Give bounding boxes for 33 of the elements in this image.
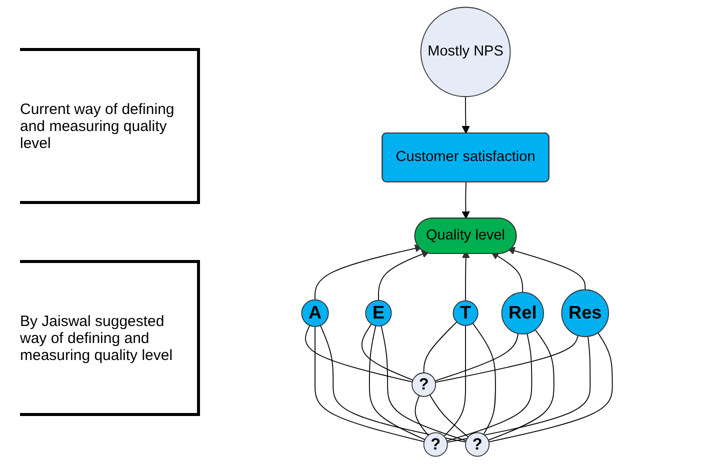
arrow xyxy=(462,182,470,219)
arrow xyxy=(462,96,470,134)
node-circle: Mostly NPS xyxy=(420,6,511,98)
arrow xyxy=(507,246,586,290)
connector xyxy=(488,332,613,442)
arrow xyxy=(378,250,430,301)
bracket-label: Current way of defining and measuring quality level xyxy=(20,100,176,152)
connector xyxy=(488,329,554,441)
connector xyxy=(429,394,469,438)
node-circle: Rel xyxy=(501,292,544,335)
node-circle: E xyxy=(365,300,392,326)
connector xyxy=(434,333,519,382)
connector xyxy=(444,325,466,437)
node-circle: Res xyxy=(561,289,610,338)
node-circle: ? xyxy=(465,432,490,457)
connector xyxy=(320,324,466,443)
node-circle: ? xyxy=(412,372,436,397)
node-circle: ? xyxy=(423,432,448,457)
connector xyxy=(380,325,467,442)
connector xyxy=(368,325,426,440)
connector xyxy=(314,326,425,442)
bracket-label: By Jaiswal suggested way of defining and measuring quality level xyxy=(20,312,174,364)
connector xyxy=(414,395,429,436)
connector xyxy=(423,321,458,374)
connector xyxy=(434,335,579,383)
connector xyxy=(446,336,591,443)
node-circle: A xyxy=(301,299,329,327)
connector xyxy=(361,323,414,381)
arrow xyxy=(491,252,524,293)
connector xyxy=(472,322,496,435)
connector xyxy=(305,324,413,382)
connector xyxy=(446,333,532,442)
node-circle: T xyxy=(452,300,478,326)
